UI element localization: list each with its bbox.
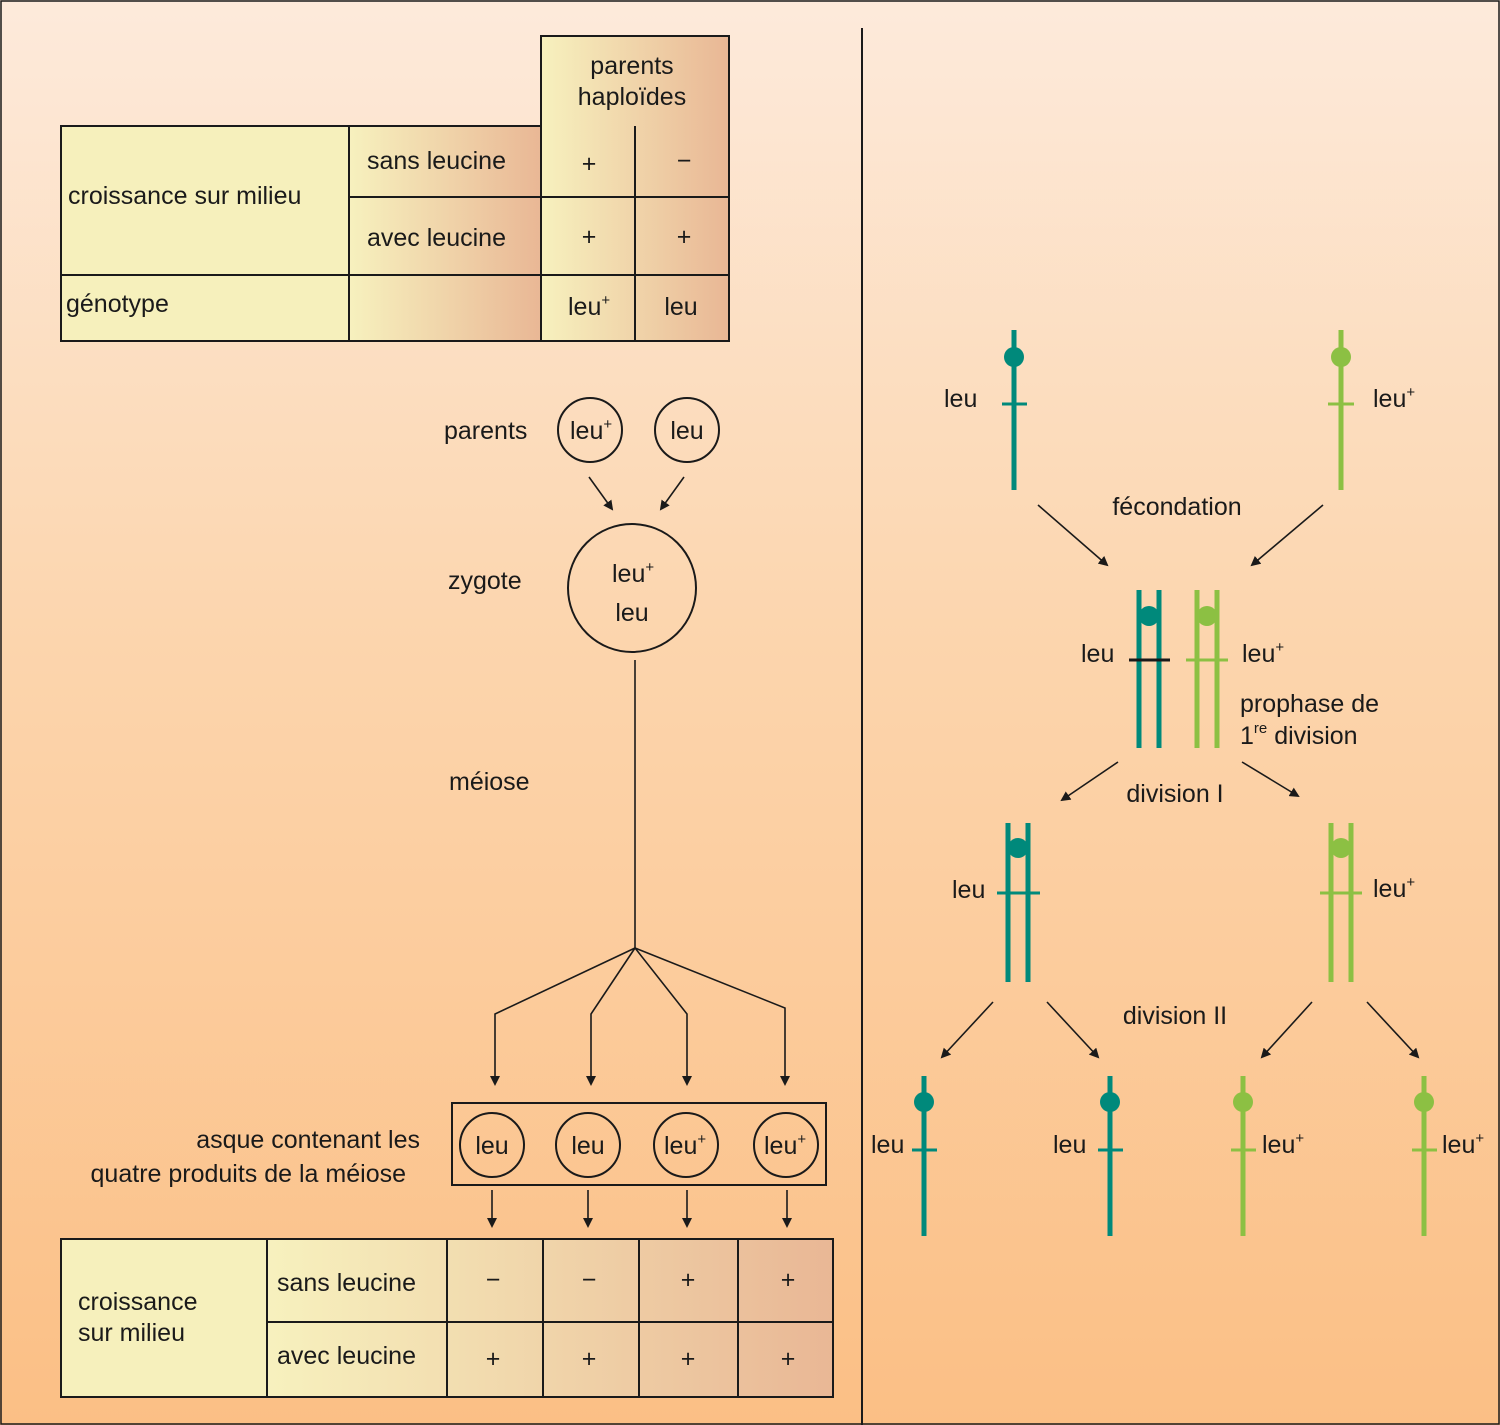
ascus-spore-2-label: leu xyxy=(571,1132,604,1160)
top-table-genotype-1: leu+ xyxy=(568,292,610,321)
ascus-label-line1: asque contenant les xyxy=(196,1126,420,1154)
product-chromosome-2 xyxy=(1098,1076,1123,1236)
top-table-cell-r1-c2: − xyxy=(677,147,692,175)
fecondation-label: fécondation xyxy=(1112,493,1241,521)
product-chromosome-1 xyxy=(912,1076,937,1236)
bottom-cell-r2-c3: + xyxy=(681,1345,696,1373)
left-flow: parents leu+ leu zygote leu+ leu méiose … xyxy=(91,397,827,1228)
bottom-table-row2-label: avec leucine xyxy=(277,1342,416,1370)
zygote-cell xyxy=(567,523,697,653)
top-table: parents haploïdes croissance sur milieu … xyxy=(60,35,730,342)
bottom-table-row-group-line1: croissance xyxy=(78,1288,198,1316)
parent-cell-2 xyxy=(654,397,720,463)
bottom-cell-r1-c2: − xyxy=(582,1266,597,1294)
parent-cell-1 xyxy=(557,397,623,463)
div1-left-label: leu xyxy=(952,876,985,904)
product-chromosome-3 xyxy=(1231,1076,1256,1236)
ascus-spore-3 xyxy=(653,1112,719,1178)
top-table-row3-label: génotype xyxy=(66,290,169,318)
arrow-division2-2 xyxy=(1046,1001,1100,1059)
ascus-spore-3-label: leu+ xyxy=(664,1131,706,1160)
product-4-label: leu+ xyxy=(1442,1130,1484,1159)
ascus xyxy=(451,1102,827,1186)
meiosis-label: méiose xyxy=(449,768,530,796)
div1-green-chromosome xyxy=(1320,823,1362,982)
top-table-header-line1: parents xyxy=(590,52,673,80)
arrow-parent2-to-zygote xyxy=(659,476,685,511)
top-table-genotype-2: leu xyxy=(664,293,697,321)
bottom-cell-r2-c2: + xyxy=(582,1345,597,1373)
bottom-cell-r2-c1: + xyxy=(486,1345,501,1373)
arrow-division2-1 xyxy=(940,1001,994,1059)
meiosis-branch-3 xyxy=(634,947,692,1086)
meiosis-branch-1 xyxy=(490,947,636,1086)
top-table-cell-r2-c1: + xyxy=(582,223,597,251)
arrow-division2-4 xyxy=(1366,1001,1420,1059)
ascus-spore-1-label: leu xyxy=(475,1132,508,1160)
zygote-line2: leu xyxy=(615,599,648,627)
product-1-label: leu xyxy=(871,1131,904,1159)
top-table-row1-label: sans leucine xyxy=(367,147,506,175)
bottom-table: croissance sur milieu sans leucine avec … xyxy=(60,1238,834,1398)
division1-label: division I xyxy=(1126,780,1223,808)
div1-teal-chromosome xyxy=(997,823,1040,982)
bottom-cell-r2-c4: + xyxy=(781,1345,796,1373)
prophase-text-line1: prophase de xyxy=(1240,690,1379,718)
bottom-table-row-group-line2: sur milieu xyxy=(78,1319,185,1347)
top-table-header-line2: haploïdes xyxy=(578,83,686,111)
top-table-row2-label: avec leucine xyxy=(367,224,506,252)
parents-label: parents xyxy=(444,417,527,445)
arrow-division1-left xyxy=(1060,761,1119,802)
prophase-text-line2: 1re division xyxy=(1240,720,1358,750)
div1-right-label: leu+ xyxy=(1373,874,1415,903)
prophase-green-chromatids xyxy=(1186,590,1228,748)
top-table-row-group-label: croissance sur milieu xyxy=(68,182,301,210)
ascus-spore-4-label: leu+ xyxy=(764,1131,806,1160)
arrow-division2-3 xyxy=(1260,1001,1313,1059)
zygote-line1: leu+ xyxy=(612,559,654,588)
product-3-label: leu+ xyxy=(1262,1130,1304,1159)
prophase-left-label: leu xyxy=(1081,640,1114,668)
bottom-cell-r1-c1: − xyxy=(486,1266,501,1294)
ascus-spore-1 xyxy=(459,1112,525,1178)
product-chromosome-4 xyxy=(1412,1076,1437,1236)
bottom-cell-r1-c4: + xyxy=(781,1266,796,1294)
top-table-cell-r1-c1: + xyxy=(582,150,597,178)
division2-label: division II xyxy=(1123,1002,1227,1030)
top-table-cell-r2-c2: + xyxy=(677,223,692,251)
parent-left-label: leu xyxy=(944,385,977,413)
parent-chromosome-leu-plus xyxy=(1328,330,1354,490)
parent-chromosome-leu xyxy=(1002,330,1027,490)
parent-cell-1-label: leu+ xyxy=(570,416,612,445)
parent-right-label: leu+ xyxy=(1373,384,1415,413)
arrow-fecondation-left xyxy=(1037,504,1109,567)
bottom-cell-r1-c3: + xyxy=(681,1266,696,1294)
ascus-label-line2: quatre produits de la méiose xyxy=(91,1160,406,1188)
ascus-spore-2 xyxy=(555,1112,621,1178)
prophase-right-label: leu+ xyxy=(1242,639,1284,668)
prophase-teal-chromatids xyxy=(1129,590,1170,748)
parent-cell-2-label: leu xyxy=(670,417,703,445)
meiosis-branch-2 xyxy=(586,947,636,1086)
arrow-parent1-to-zygote xyxy=(588,476,614,511)
arrow-fecondation-right xyxy=(1250,504,1324,567)
arrow-division1-right xyxy=(1241,761,1300,798)
product-2-label: leu xyxy=(1053,1131,1086,1159)
zygote-label: zygote xyxy=(448,567,522,595)
ascus-spore-4 xyxy=(753,1112,819,1178)
right-diagram: leu leu+ fécondation leu leu+ prophase d… xyxy=(871,330,1484,1236)
bottom-table-row1-label: sans leucine xyxy=(277,1269,416,1297)
meiosis-branch-4 xyxy=(634,947,790,1086)
